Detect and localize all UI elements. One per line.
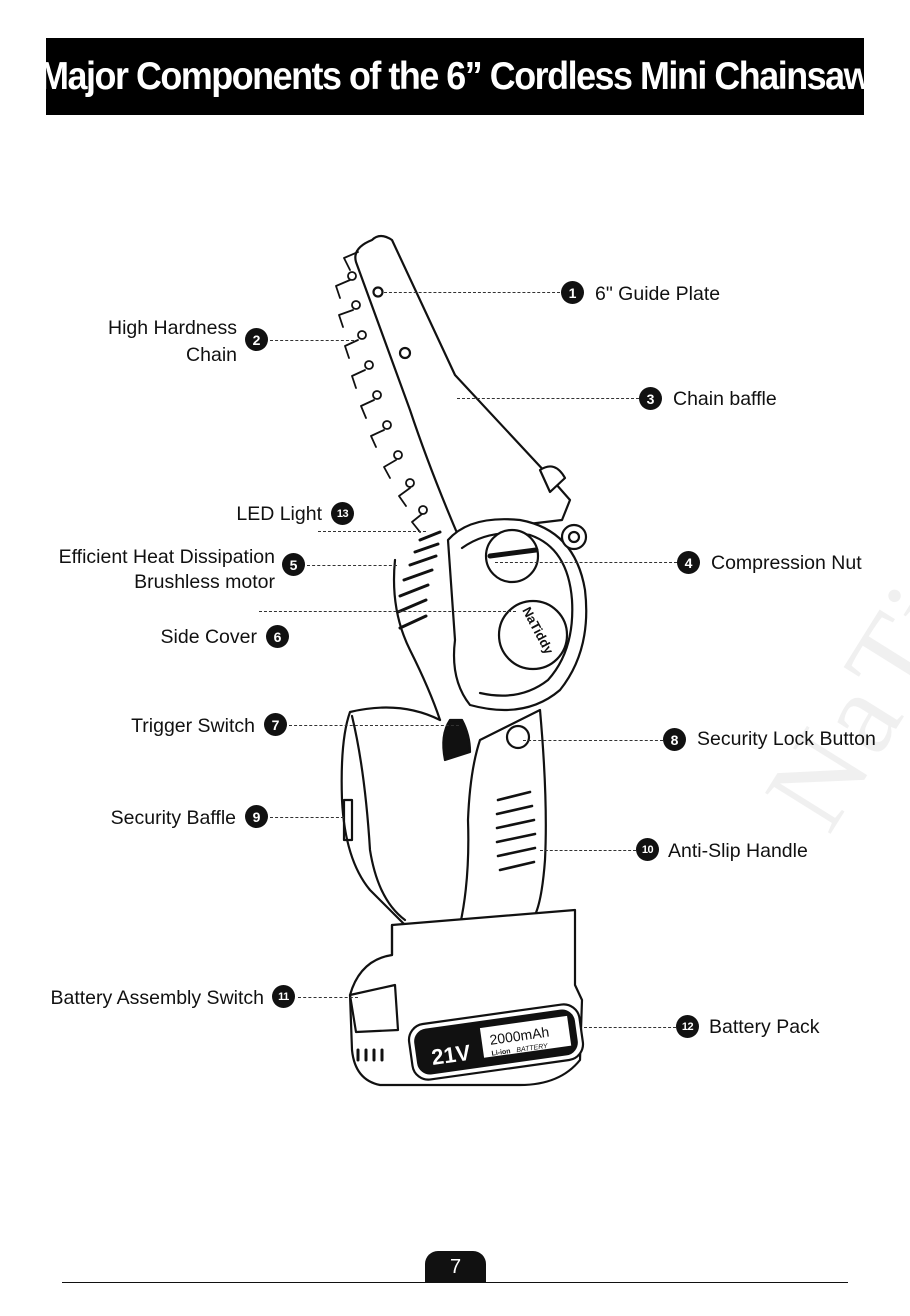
- anti-slip-ribs: [495, 790, 537, 872]
- handle-body: [340, 706, 547, 927]
- badge-10: 10: [636, 838, 659, 861]
- guide-plate-hole: [398, 346, 412, 360]
- leader-13: [318, 531, 426, 532]
- leader-9: [270, 817, 344, 818]
- label-led-light: LED Light: [236, 503, 322, 525]
- badge-7: 7: [264, 713, 287, 736]
- label-side-cover: Side Cover: [160, 626, 257, 648]
- leader-6: [259, 611, 516, 612]
- badge-6: 6: [266, 625, 289, 648]
- battery-word: BATTERY: [516, 1043, 549, 1055]
- leader-7: [289, 725, 459, 726]
- label-security-lock: Security Lock Button: [697, 728, 876, 750]
- leader-11: [298, 997, 358, 998]
- label-heat-line1: Efficient Heat Dissipation: [58, 546, 275, 568]
- leader-10: [540, 850, 636, 851]
- label-guide-plate: 6" Guide Plate: [595, 283, 721, 305]
- battery-voltage: 21V: [430, 1040, 473, 1070]
- leader-4: [495, 562, 677, 563]
- badge-1: 1: [561, 281, 584, 304]
- guide-plate-shape: [354, 234, 572, 542]
- label-anti-slip-handle: Anti-Slip Handle: [668, 840, 808, 862]
- security-lock-shape: [505, 724, 531, 750]
- page-title: Major Components of the 6” Cordless Mini…: [39, 54, 872, 98]
- leader-5: [307, 565, 397, 566]
- label-security-baffle: Security Baffle: [110, 807, 236, 829]
- badge-5: 5: [282, 553, 305, 576]
- security-baffle-shape: [342, 798, 354, 842]
- battery-type: Li-ion: [491, 1048, 511, 1058]
- leader-1: [384, 292, 560, 293]
- badge-4: 4: [677, 551, 700, 574]
- title-banner: Major Components of the 6” Cordless Mini…: [40, 38, 872, 115]
- label-heat-line2: Brushless motor: [134, 571, 275, 593]
- motor-fins: [396, 530, 442, 630]
- badge-8: 8: [663, 728, 686, 751]
- label-battery-switch: Battery Assembly Switch: [50, 987, 265, 1009]
- label-chain-line2: Chain: [186, 344, 237, 366]
- chain-teeth: [335, 251, 428, 533]
- badge-9: 9: [245, 805, 268, 828]
- label-chain-line1: High Hardness: [108, 317, 237, 339]
- leader-8: [523, 740, 663, 741]
- footer-rule: [62, 1282, 848, 1283]
- badge-3: 3: [639, 387, 662, 410]
- leader-12: [584, 1027, 676, 1028]
- badge-2: 2: [245, 328, 268, 351]
- brand-badge-circle: [497, 599, 569, 671]
- label-chain-baffle: Chain baffle: [673, 388, 777, 410]
- guide-plate-hole: [372, 286, 384, 298]
- label-battery-pack: Battery Pack: [709, 1016, 820, 1038]
- label-compression-nut: Compression Nut: [711, 552, 862, 574]
- page-number: 7: [425, 1251, 486, 1283]
- leader-3: [457, 398, 639, 399]
- badge-11: 11: [272, 985, 295, 1008]
- compression-nut-shape: [484, 528, 540, 584]
- leader-2: [270, 340, 354, 341]
- label-trigger-switch: Trigger Switch: [131, 715, 255, 737]
- badge-13: 13: [331, 502, 354, 525]
- trigger-shape: [442, 718, 472, 762]
- badge-12: 12: [676, 1015, 699, 1038]
